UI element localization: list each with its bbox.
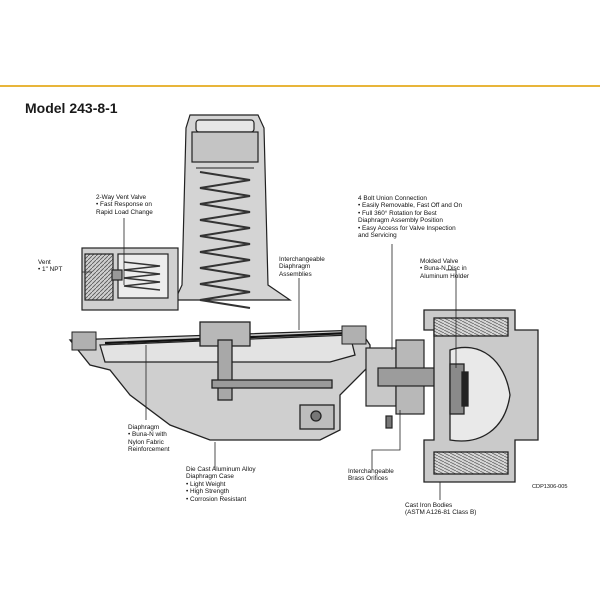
label-bullet: Reinforcement xyxy=(128,446,170,454)
flange-bolts xyxy=(71,325,367,351)
label-bullet: • Fast Response on xyxy=(96,201,152,209)
label-heading: Vent xyxy=(38,259,51,266)
label-union: 4 Bolt Union Connection • Easily Removab… xyxy=(358,195,462,239)
label-heading: Die Cast Aluminum Alloy xyxy=(186,466,256,473)
spring-bonnet xyxy=(174,114,292,301)
label-bullet: • Easily Removable, Fast Off and On xyxy=(358,202,463,210)
valve-body xyxy=(423,309,539,483)
label-bullet: • Corrosion Resistant xyxy=(186,495,247,503)
label-bullet: Aluminum Holder xyxy=(420,272,470,280)
label-bullet: (ASTM A126-81 Class B) xyxy=(405,509,477,517)
label-heading: 4 Bolt Union Connection xyxy=(358,195,427,202)
label-bullet: • High Strength xyxy=(186,488,230,496)
diaphragm-case xyxy=(68,321,371,441)
label-heading: Molded Valve xyxy=(420,258,459,265)
vent-valve-housing xyxy=(81,247,179,311)
label-bullet: and Servicing xyxy=(358,232,397,240)
header-accent-rule xyxy=(0,85,600,87)
label-bullet: Diaphragm xyxy=(279,263,311,271)
label-heading: 2-Way Vent Valve xyxy=(96,194,147,201)
label-vent-valve: 2-Way Vent Valve • Fast Response on Rapi… xyxy=(96,194,153,216)
label-bullet: • Easy Access for Valve Inspection xyxy=(358,224,456,232)
label-bullet: Rapid Load Change xyxy=(96,208,153,216)
label-bullet: • Buna-N with xyxy=(128,431,167,439)
label-bullet: • Buna-N Disc in xyxy=(420,265,467,273)
label-vent: Vent • 1" NPT xyxy=(38,259,62,274)
label-heading: Interchangeable xyxy=(279,256,325,263)
label-diaphragm: Diaphragm • Buna-N with Nylon Fabric Rei… xyxy=(128,424,170,454)
model-title: Model 243-8-1 xyxy=(25,100,118,116)
label-bodies: Cast Iron Bodies (ASTM A126-81 Class B) xyxy=(405,502,476,517)
label-bullet: Diaphragm Case xyxy=(186,473,234,481)
label-bullet: • Light Weight xyxy=(186,480,226,488)
reference-code: CDP1306-005 xyxy=(532,484,568,490)
label-bullet: Nylon Fabric xyxy=(128,438,164,446)
label-diaphragm-assemblies: Interchangeable Diaphragm Assemblies xyxy=(279,256,325,278)
label-case: Die Cast Aluminum Alloy Diaphragm Case •… xyxy=(186,466,256,503)
label-orifices: Interchangeable Brass Orifices xyxy=(348,468,394,483)
label-bullet: Brass Orifices xyxy=(348,475,388,483)
label-bullet: Assemblies xyxy=(279,270,312,278)
label-heading: Diaphragm xyxy=(128,424,160,431)
label-bullet: • Full 360° Rotation for Best xyxy=(358,209,437,217)
label-molded-valve: Molded Valve • Buna-N Disc in Aluminum H… xyxy=(420,258,469,280)
label-heading: Interchangeable xyxy=(348,468,394,475)
label-bullet: • 1" NPT xyxy=(38,266,63,274)
main-spring xyxy=(199,171,251,309)
label-heading: Cast Iron Bodies xyxy=(405,502,453,509)
leader-lines xyxy=(82,218,457,500)
label-bullet: Diaphragm Assembly Position xyxy=(358,217,443,225)
